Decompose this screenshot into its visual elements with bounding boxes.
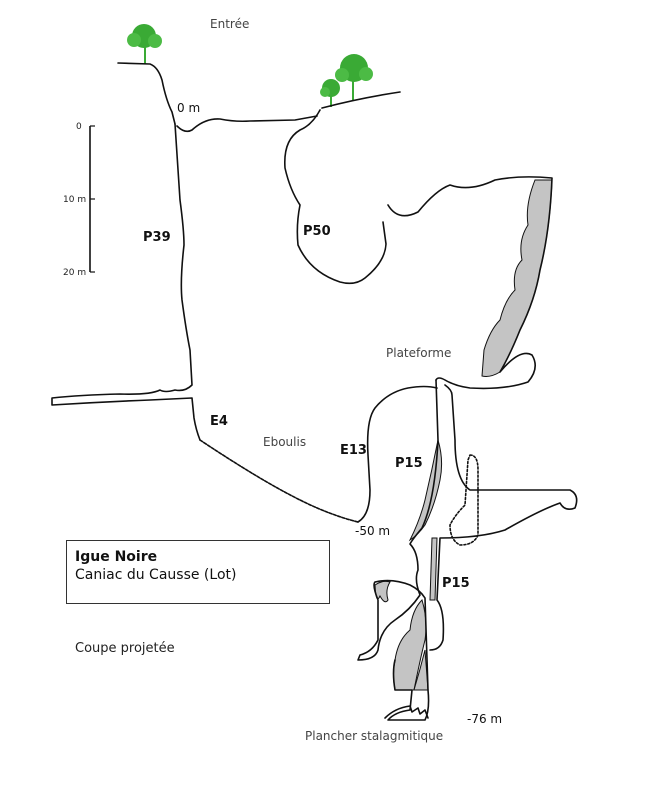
surface-right	[321, 91, 401, 109]
scale-bar: 0 10 m 20 m	[63, 122, 95, 278]
rock-deposit-p15-lower	[429, 537, 438, 601]
label-eboulis: Eboulis	[263, 435, 306, 449]
p15-right-wall	[429, 384, 578, 651]
upper-gallery	[387, 176, 553, 390]
rock-deposit-bottom-right	[413, 649, 429, 691]
label-plancher: Plancher stalagmitique	[305, 729, 443, 743]
p50-wall	[283, 109, 387, 285]
entrance-ceiling	[176, 115, 318, 133]
label-plateforme: Plateforme	[386, 346, 451, 360]
e13-wall	[357, 385, 438, 523]
stalagmite-floor	[384, 705, 429, 719]
cave-location: Caniac du Causse (Lot)	[75, 567, 237, 583]
p39-wall	[51, 123, 201, 441]
depth-50m: -50 m	[355, 524, 390, 538]
rock-deposit-upper	[481, 179, 553, 377]
title-box: Igue Noire Caniac du Causse (Lot)	[66, 540, 330, 604]
cave-name: Igue Noire	[75, 549, 158, 565]
scale-tick-10: 10 m	[63, 195, 86, 205]
chain-eboulis	[199, 439, 359, 523]
pitch-p15-lower: P15	[442, 576, 470, 591]
tree-icon	[127, 24, 162, 64]
scale-tick-20: 20 m	[63, 268, 86, 278]
pitch-p50: P50	[303, 224, 331, 239]
surface-left	[117, 62, 176, 125]
label-entrance: Entrée	[210, 17, 249, 31]
depth-0m: 0 m	[177, 101, 200, 115]
scale-tick-0: 0	[76, 122, 82, 132]
pitch-p15-upper: P15	[395, 456, 423, 471]
dotted-passage	[449, 454, 479, 546]
tree-icon	[335, 54, 373, 100]
pitch-p39: P39	[143, 230, 171, 245]
section-type-caption: Coupe projetée	[75, 641, 175, 656]
pitch-e4: E4	[210, 414, 228, 429]
p15-shaft	[357, 379, 439, 721]
pitch-e13: E13	[340, 443, 367, 458]
depth-76m: -76 m	[467, 712, 502, 726]
tree-icon	[320, 79, 340, 107]
